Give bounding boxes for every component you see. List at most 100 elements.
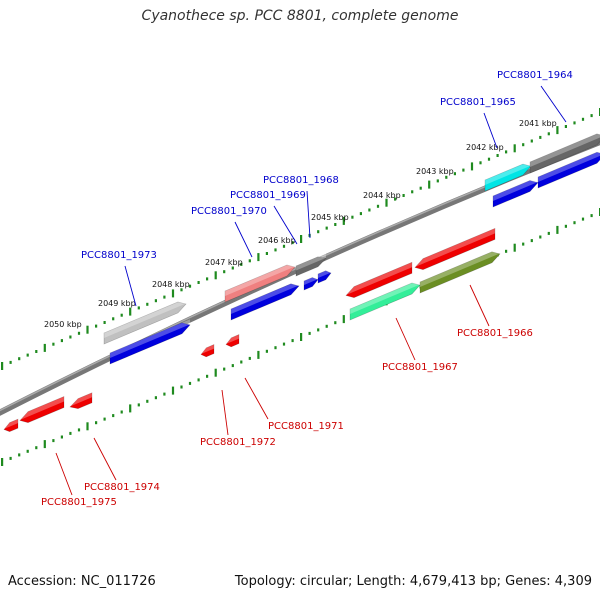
ruler-major-tick [214,368,217,377]
gene-pcc8801-1970 [224,261,296,303]
ruler-dot [206,277,209,281]
gene-blue-4 [492,177,539,208]
ruler-label: 2042 kbp [466,143,504,152]
ruler-dot [112,414,115,418]
ruler-dot [564,125,567,128]
ruler-dot [146,302,149,306]
gene-arrow-body [19,396,65,423]
gene-arrow-shine [530,132,600,167]
ruler-dot [35,446,38,450]
gene-arrow-shine [70,392,92,407]
ruler-dot [112,317,115,321]
gene-arrow-shine [231,280,299,314]
gene-pcc8801-1965 [484,160,532,192]
gene-pcc8801-1967 [349,279,421,321]
ruler-dot [334,223,337,226]
ruler-dot [248,356,251,360]
gene-label: PCC8801_1971 [268,421,344,432]
gene-pcc8801-1969 [303,275,319,291]
leader-line [306,190,311,239]
gene-arrow-body [103,301,187,345]
ruler-dot [445,175,448,179]
ruler-dot [462,168,465,172]
ruler-dot [419,186,422,190]
gene-arrow-body [345,261,413,298]
gene-label: PCC8801_1966 [457,328,533,339]
ruler-label: 2047 kbp [205,258,243,267]
ruler-dot [291,339,294,343]
outer-ruler [1,108,600,370]
ruler-major-tick [129,307,132,316]
gene-arrow-shine [226,334,239,345]
ruler-dot [334,321,337,325]
ruler-dot [522,143,525,147]
ruler-dot [402,194,405,197]
leader-line [244,377,269,420]
gene-arrow-body [303,277,319,291]
gene-arrow-shine [4,419,18,430]
ruler-dot [505,249,508,253]
gene-arrow-body [224,264,296,303]
gene-label: PCC8801_1965 [440,97,516,108]
ruler-dot [18,357,21,361]
ruler-dot [52,342,55,346]
ruler-major-tick [43,343,46,352]
ruler-major-tick [513,243,516,252]
ruler-major-tick [214,271,217,280]
ruler-dot [479,161,482,165]
gene-red-small [3,418,19,432]
ruler-dot [154,396,157,400]
ruler-dot [188,284,192,288]
gene-pcc8801-1972 [200,344,215,358]
gene-pcc8801-1973 [103,298,187,345]
ruler-dot [308,331,311,335]
accession-text: Accession: NC_011726 [8,574,156,589]
gene-pcc8801-1975 [19,396,65,423]
ruler-dot [180,288,183,292]
ruler-dot [18,453,21,457]
ruler-label: 2048 kbp [152,280,190,289]
ruler-dot [573,221,576,225]
ruler-major-tick [86,325,89,334]
gene-arrow-body [109,322,191,365]
ruler-dot [240,262,243,266]
ruler-dot [26,353,29,357]
ruler-dot [231,266,234,270]
gene-label: PCC8801_1969 [230,190,306,201]
ruler-dot [581,217,585,221]
gene-pcc8801-1971 [225,334,240,348]
ruler-major-tick [43,440,46,449]
leader-line [124,265,137,307]
gene-arrow-shine [20,396,64,420]
ruler-dot [590,114,593,118]
gene-pcc8801-1966 [419,248,501,294]
gene-arrow-shine [104,298,186,338]
ruler-dot [265,349,268,353]
gene-arrow-shine [110,319,190,358]
ruler-dot [197,378,200,382]
gene-arrow-shine [415,228,495,267]
ruler-dot [317,230,320,234]
ruler-dot [368,208,371,212]
ruler-dot [231,364,234,368]
gene-arrow-shine [201,344,214,355]
ruler-dot [52,439,55,443]
ruler-dot [223,270,226,274]
ruler-major-tick [1,458,4,466]
ruler-dot [436,179,439,183]
ruler-dot [26,449,29,453]
ruler-dot [274,248,277,252]
gene-arrow-body [484,163,532,192]
ruler-dot [487,157,491,161]
gene-arrow-body [492,180,539,208]
gene-label: PCC8801_1970 [191,206,267,217]
ruler-dot [539,135,542,139]
ruler-dot [137,306,140,310]
ruler-dot [163,295,166,299]
gene-blue-3 [317,268,332,284]
ruler-dot [95,421,98,425]
genome-stats-text: Topology: circular; Length: 4,679,413 bp… [234,574,592,589]
gene-arrow-body [419,251,501,294]
ruler-dot [248,259,251,263]
